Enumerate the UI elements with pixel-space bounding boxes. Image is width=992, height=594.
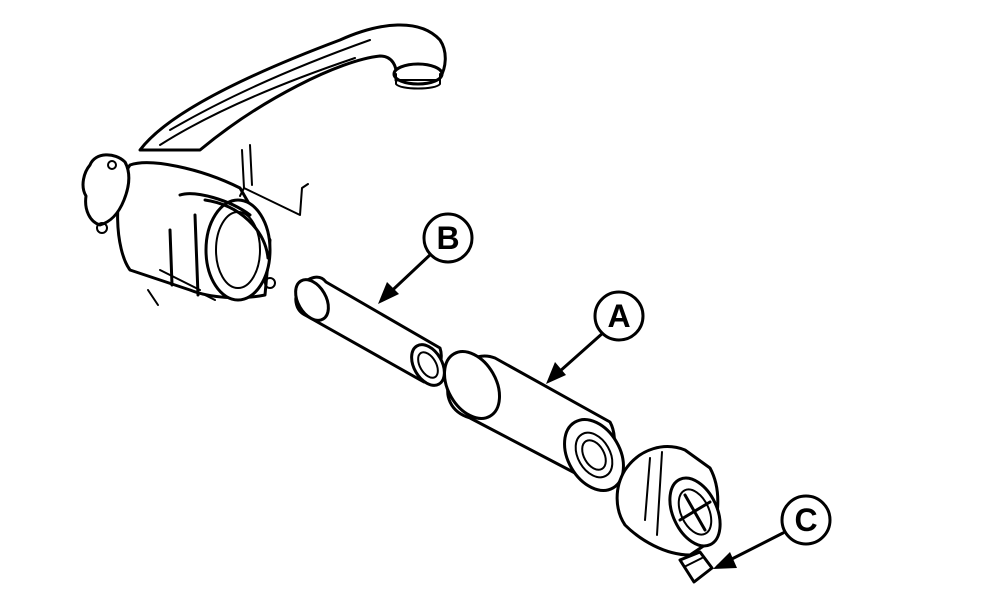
dust-unloader-valve <box>678 550 714 584</box>
primary-filter <box>443 350 625 492</box>
clamp-band <box>147 198 276 306</box>
safety-filter <box>294 275 446 387</box>
callout-a: A <box>546 290 645 384</box>
air-cleaner-cover <box>615 445 722 557</box>
housing-knob <box>81 153 131 234</box>
callout-c-label: C <box>794 502 817 538</box>
air-cleaner-housing <box>116 161 272 302</box>
callout-a-label: A <box>607 298 630 334</box>
intake-pipe <box>138 23 447 152</box>
mounting-bracket <box>239 144 309 216</box>
callout-c: C <box>713 494 832 569</box>
callout-b-label: B <box>436 220 459 256</box>
callout-b: B <box>378 212 474 304</box>
